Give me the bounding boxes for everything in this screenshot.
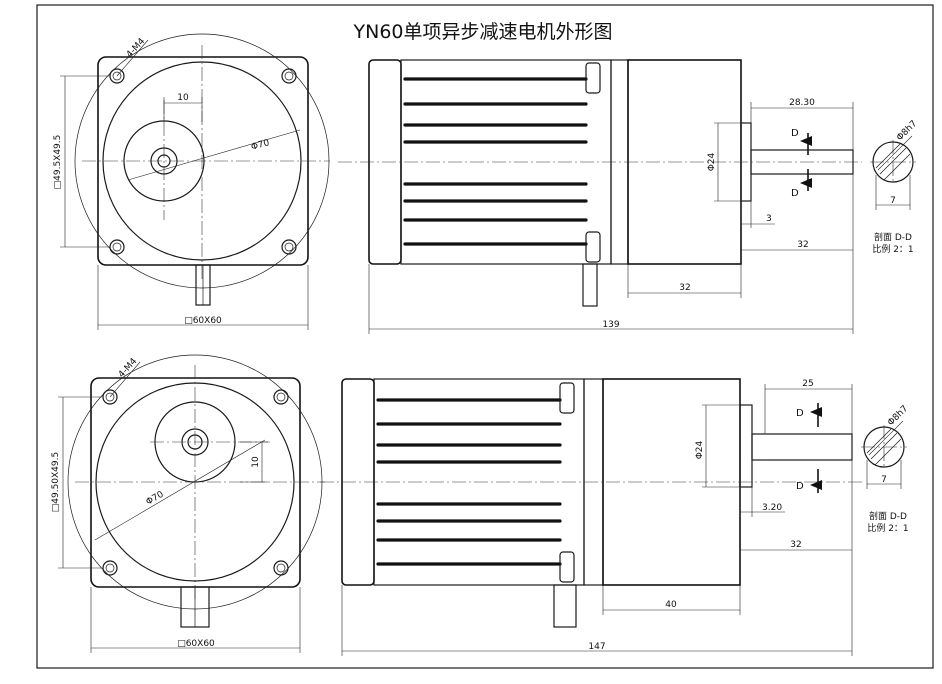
top-hole-pattern-label: □49.5X49.5 — [53, 135, 63, 190]
bottom-output-boss — [739, 404, 753, 488]
top-key-dim-label: 3 — [766, 214, 772, 224]
top-mount-holes — [109, 68, 297, 255]
bottom-cooling-fins — [376, 398, 562, 566]
top-cooling-fins — [403, 77, 588, 246]
drawing-frame — [36, 4, 934, 669]
bottom-front-view: 4-M4 10 Φ70 □49.50X49.5 □60X60 — [51, 354, 325, 653]
top-shaft-length-label: 28.30 — [789, 98, 815, 108]
bottom-dim-32: 32 — [790, 540, 801, 550]
bottom-side-view: D D 25 Φ24 3.20 32 40 147 — [320, 378, 862, 656]
bottom-shaft-length-label: 25 — [802, 379, 813, 389]
top-section-dd: Φ8h7 7 剖面 D-D 比例 2：1 — [870, 119, 919, 255]
top-shaft-dia-label: Φ24 — [707, 152, 717, 171]
top-flange-label: □60X60 — [184, 316, 222, 326]
bottom-flat-label: 7 — [881, 475, 887, 485]
bottom-shaft-fit-label: Φ8h7 — [886, 404, 910, 428]
top-offset-label: 10 — [177, 93, 189, 103]
top-section-title: 剖面 D-D — [874, 231, 912, 243]
top-circle-dia-label: Φ70 — [250, 138, 271, 153]
bottom-key-dim-label: 3.20 — [762, 503, 782, 513]
bottom-total-length: 147 — [588, 642, 605, 652]
bottom-section-title: 剖面 D-D — [869, 510, 907, 522]
top-total-length: 139 — [602, 320, 619, 330]
bottom-section-mark-lower: D — [796, 481, 804, 492]
bottom-side-cable — [553, 584, 577, 628]
bottom-mount-holes — [102, 389, 289, 576]
top-side-cable — [582, 263, 598, 307]
top-section-mark-lower: D — [791, 188, 799, 199]
top-dim-32-lower: 32 — [797, 240, 808, 250]
bottom-section-dd: Φ8h7 7 剖面 D-D 比例 2：1 — [861, 404, 910, 534]
bottom-shaft-dia-label: Φ24 — [695, 440, 705, 459]
bottom-hole-pattern-label: □49.50X49.5 — [51, 452, 61, 512]
bottom-output-shaft — [751, 433, 853, 461]
bottom-scale-label: 比例 2：1 — [867, 522, 908, 534]
top-shaft-fit-label: Φ8h7 — [895, 119, 919, 143]
drawing-title: YN60单项异步减速电机外形图 — [353, 21, 613, 43]
bottom-mount-holes-label: 4-M4 — [117, 356, 140, 380]
top-front-view: 4-M4 10 Φ70 □49.5X49.5 □60X60 — [53, 33, 330, 330]
top-scale-label: 比例 2：1 — [872, 243, 913, 255]
bottom-section-mark-upper: D — [796, 408, 804, 419]
top-side-view: D D 28.30 Φ24 3 32 32 139 — [338, 59, 862, 334]
top-flat-label: 7 — [890, 196, 896, 206]
bottom-offset-label: 10 — [251, 456, 261, 468]
top-dim-32-gear: 32 — [679, 283, 690, 293]
bottom-flange-label: □60X60 — [177, 639, 215, 649]
top-section-mark-upper: D — [791, 128, 799, 139]
bottom-dim-40: 40 — [665, 600, 677, 610]
